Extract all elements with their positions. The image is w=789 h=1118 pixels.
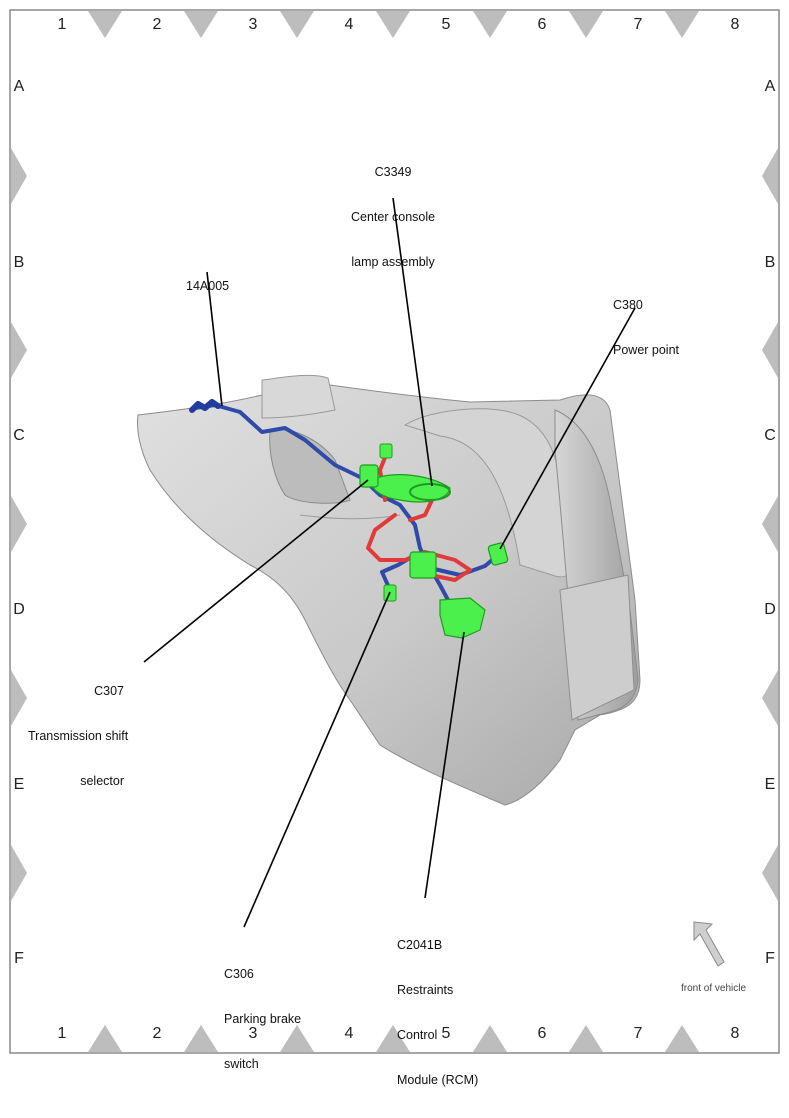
callout-14a005: 14A005 [186, 249, 229, 324]
leader-c380 [499, 307, 636, 550]
callout-c2041b-line4: Module (RCM) [397, 1073, 479, 1087]
callout-c2041b-line2: Restraints [397, 983, 454, 997]
marker-right-4 [762, 845, 778, 901]
leader-c3349 [392, 197, 433, 487]
marker-left-0 [11, 148, 27, 204]
col-bottom-3: 3 [248, 1025, 258, 1042]
callout-c2041b-line3: Control [397, 1028, 438, 1042]
col-top-4: 4 [344, 16, 354, 33]
marker-top-6 [665, 11, 699, 38]
col-top-5: 5 [441, 16, 451, 33]
leader-lines [143, 197, 636, 928]
marker-left-4 [11, 845, 27, 901]
marker-top-2 [280, 11, 314, 38]
marker-left-3 [11, 670, 27, 726]
connector-middle [409, 551, 437, 579]
col-top-3: 3 [248, 16, 258, 33]
col-bottom-5: 5 [441, 1025, 451, 1042]
row-right-e: E [764, 776, 776, 793]
col-top-1: 1 [57, 16, 67, 33]
row-right-c: C [764, 427, 776, 444]
wiring-location-diagram: 1 2 3 4 5 6 7 8 1 2 3 4 5 6 7 8 A B C D E F A B C D E F C3349 Ce… [9, 9, 780, 1087]
col-bottom-8: 8 [730, 1025, 740, 1042]
marker-left-1 [11, 322, 27, 378]
marker-top-5 [569, 11, 603, 38]
callout-c307: C307 Transmission shift selector [28, 654, 129, 819]
marker-top-4 [473, 11, 507, 38]
row-left-c: C [13, 427, 25, 444]
callout-c307-line3: selector [80, 774, 124, 788]
marker-right-1 [762, 322, 778, 378]
callout-c306: C306 Parking brake switch [224, 937, 301, 1102]
callout-c380-line2: Power point [613, 343, 680, 357]
callout-c307-line2: Transmission shift [28, 729, 129, 743]
marker-right-2 [762, 496, 778, 552]
marker-bottom-5 [569, 1025, 603, 1052]
marker-bottom-4 [473, 1025, 507, 1052]
callout-c3349-line3: lamp assembly [351, 255, 435, 269]
marker-bottom-2 [280, 1025, 314, 1052]
marker-top-3 [376, 11, 410, 38]
leader-c306 [243, 591, 391, 928]
callout-c3349: C3349 Center console lamp assembly [351, 135, 435, 300]
connector-lamp-top [379, 443, 393, 459]
connector-c3349-ring [409, 483, 451, 501]
leader-c307 [143, 479, 369, 663]
row-left-a: A [13, 78, 25, 95]
leader-c2041b [424, 631, 465, 899]
col-top-6: 6 [537, 16, 547, 33]
callout-c306-line1: C306 [224, 967, 254, 981]
marker-left-2 [11, 496, 27, 552]
marker-right-3 [762, 670, 778, 726]
connectors [359, 443, 509, 639]
leader-14a005 [206, 271, 223, 407]
marker-top-1 [184, 11, 218, 38]
harness-blue-14a005 [189, 399, 221, 413]
col-top-7: 7 [633, 16, 643, 33]
col-bottom-7: 7 [633, 1025, 643, 1042]
callout-c2041b: C2041B Restraints Control Module (RCM) [397, 908, 478, 1118]
row-left-e: E [13, 776, 25, 793]
marker-right-0 [762, 148, 778, 204]
row-left-d: D [13, 601, 25, 618]
callout-c3349-line2: Center console [351, 210, 436, 224]
col-top-8: 8 [730, 16, 740, 33]
col-bottom-1: 1 [57, 1025, 67, 1042]
marker-bottom-3 [376, 1025, 410, 1052]
grid-markers [11, 11, 778, 1052]
connector-c380 [487, 542, 509, 566]
marker-bottom-0 [88, 1025, 122, 1052]
marker-top-0 [88, 11, 122, 38]
row-right-d: D [764, 601, 776, 618]
row-left-b: B [13, 254, 25, 271]
arrow-up-left-icon [693, 921, 725, 967]
row-right-b: B [764, 254, 776, 271]
diagram-canvas [9, 9, 780, 1054]
front-of-vehicle-label: front of vehicle [681, 983, 747, 994]
col-top-2: 2 [152, 16, 162, 33]
callout-c380-line1: C380 [613, 298, 643, 312]
connector-c307 [359, 464, 379, 488]
callout-c3349-line1: C3349 [374, 165, 412, 179]
row-left-f: F [14, 950, 24, 967]
col-bottom-2: 2 [152, 1025, 162, 1042]
callout-14a005-line1: 14A005 [186, 279, 230, 293]
row-right-a: A [764, 78, 776, 95]
col-bottom-6: 6 [537, 1025, 547, 1042]
connector-c2041b [439, 597, 486, 639]
marker-bottom-1 [184, 1025, 218, 1052]
marker-bottom-6 [665, 1025, 699, 1052]
callout-c306-line2: Parking brake [224, 1012, 302, 1026]
callout-c307-line1: C307 [94, 684, 124, 698]
callout-c380: C380 Power point [613, 268, 679, 388]
col-bottom-4: 4 [344, 1025, 354, 1042]
row-right-f: F [765, 950, 775, 967]
callout-c2041b-line1: C2041B [397, 938, 443, 952]
